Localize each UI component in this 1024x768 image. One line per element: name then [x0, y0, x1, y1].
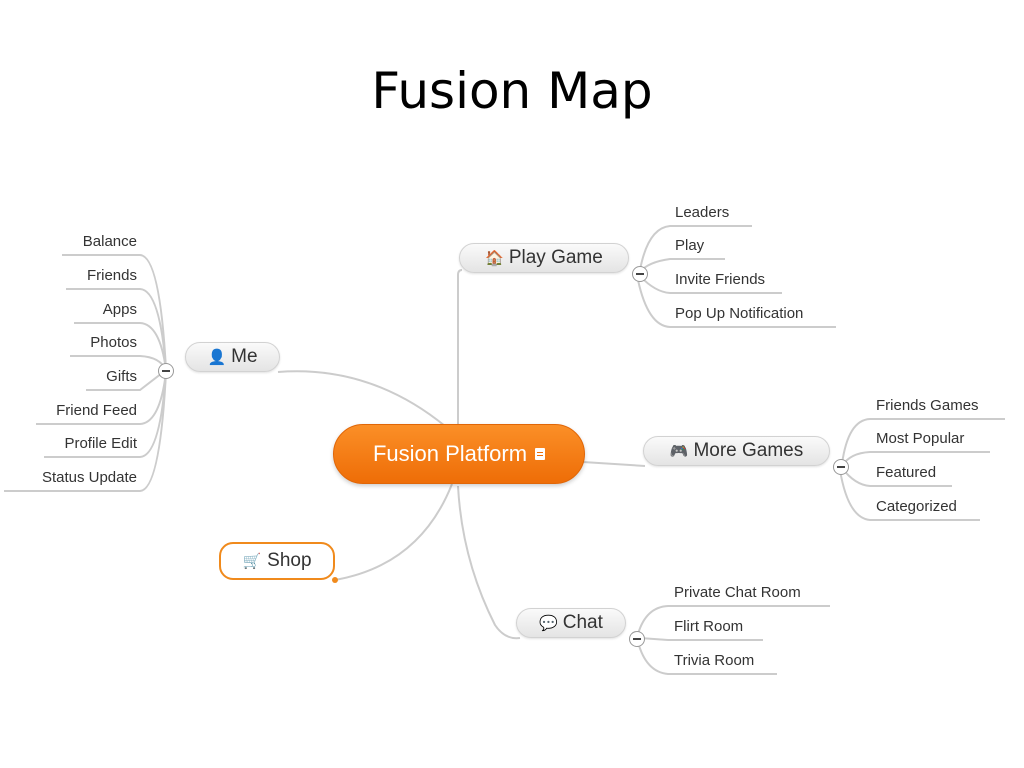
branch-play-game-label: Play Game	[508, 247, 603, 268]
leaf-apps[interactable]: Apps	[102, 301, 137, 318]
branch-more-games-label: More Games	[693, 440, 804, 461]
leaf-most-popular[interactable]: Most Popular	[876, 430, 965, 447]
connector-more-games	[582, 461, 646, 467]
connector-apps	[74, 322, 167, 371]
slide-title: Fusion Map	[371, 62, 653, 120]
speech-bubble-icon: 💬	[539, 615, 558, 632]
branch-me-label: Me	[231, 346, 258, 367]
leaf-featured[interactable]: Featured	[876, 464, 937, 481]
connector-status-update	[4, 371, 167, 492]
branch-chat[interactable]: 💬 Chat	[516, 608, 626, 638]
leaf-pop-up-notification[interactable]: Pop Up Notification	[675, 305, 804, 322]
central-topic[interactable]: Fusion Platform	[333, 424, 585, 484]
connector-leaders	[639, 225, 752, 271]
collapse-me-button[interactable]	[158, 363, 174, 379]
leaf-photos[interactable]: Photos	[90, 334, 137, 351]
connector-play-game	[457, 269, 463, 430]
connector-flirt	[639, 637, 763, 641]
connector-friends	[66, 288, 167, 371]
connector-friends-games	[841, 418, 1005, 465]
game-controller-icon: 🎮	[669, 443, 689, 460]
collapse-more-games-button[interactable]	[833, 459, 849, 475]
connector-shop	[334, 483, 453, 581]
leaf-trivia-room[interactable]: Trivia Room	[674, 652, 755, 669]
leaf-invite-friends[interactable]: Invite Friends	[675, 271, 766, 288]
note-icon	[535, 448, 546, 460]
floating-topic-shop[interactable]: 🛒 Shop	[219, 542, 335, 580]
shopping-cart-icon: 🛒	[242, 553, 262, 570]
connector-chat	[457, 485, 521, 640]
connector-trivia	[637, 641, 777, 675]
leaf-profile-edit[interactable]: Profile Edit	[64, 435, 137, 452]
leaf-leaders[interactable]: Leaders	[675, 204, 730, 221]
branch-play-game[interactable]: 🏠 Play Game	[459, 243, 629, 273]
user-icon: 👤	[207, 349, 227, 366]
connector-categorized	[839, 469, 980, 521]
central-topic-label: Fusion Platform	[372, 441, 528, 466]
leaf-friend-feed[interactable]: Friend Feed	[56, 402, 137, 419]
house-icon: 🏠	[485, 250, 504, 267]
connector-private-chat	[637, 605, 830, 635]
shop-anchor-dot	[332, 577, 338, 583]
leaf-status-update[interactable]: Status Update	[41, 469, 137, 486]
branch-me[interactable]: 👤 Me	[185, 342, 280, 372]
connector-gifts	[86, 369, 167, 391]
floating-topic-shop-label: Shop	[267, 550, 312, 571]
connector-me	[277, 370, 446, 427]
collapse-chat-button[interactable]	[629, 631, 645, 647]
branch-chat-label: Chat	[562, 612, 603, 633]
leaf-categorized[interactable]: Categorized	[876, 498, 957, 515]
leaf-gifts[interactable]: Gifts	[106, 368, 137, 385]
leaf-flirt-room[interactable]: Flirt Room	[674, 618, 744, 635]
branch-more-games[interactable]: 🎮 More Games	[643, 436, 830, 466]
leaf-private-chat-room[interactable]: Private Chat Room	[674, 584, 801, 601]
collapse-play-game-button[interactable]	[632, 266, 648, 282]
leaf-play[interactable]: Play	[675, 237, 705, 254]
leaf-friends-games[interactable]: Friends Games	[876, 397, 979, 414]
leaf-friends[interactable]: Friends	[86, 267, 137, 284]
leaf-balance[interactable]: Balance	[82, 233, 137, 250]
connector-popup	[637, 279, 836, 328]
